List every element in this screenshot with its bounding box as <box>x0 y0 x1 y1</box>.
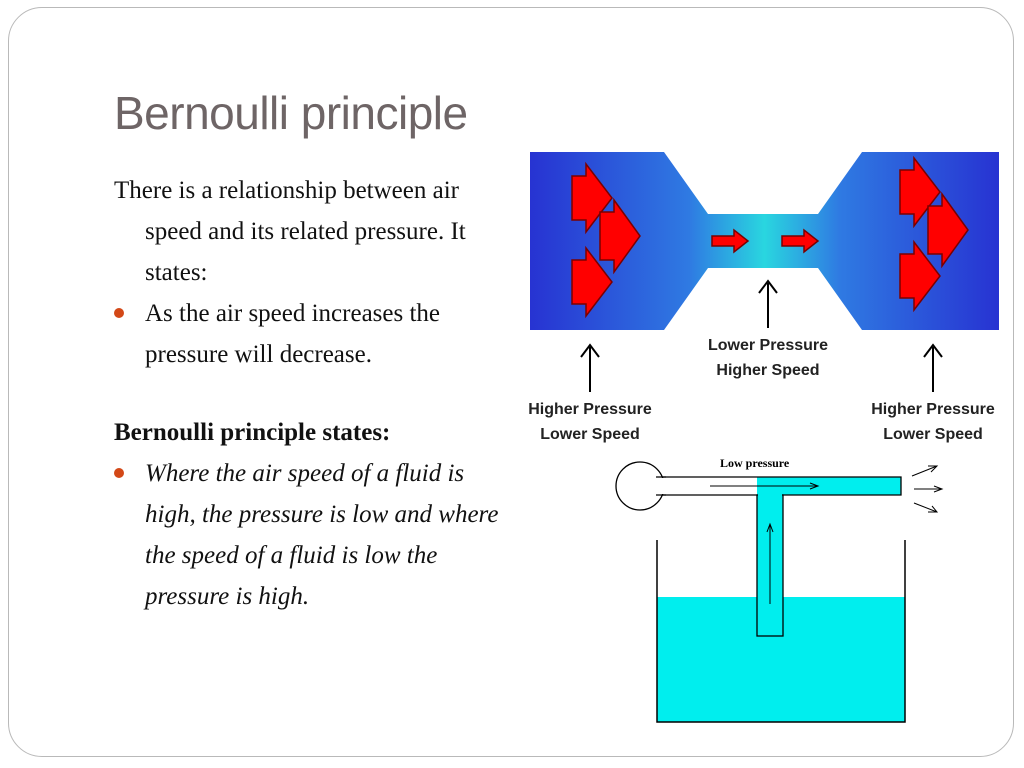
label-lower-pressure-center: Lower Pressure <box>708 337 828 354</box>
venturi-tube <box>530 152 999 330</box>
label-lower-speed-right: Lower Speed <box>883 426 983 443</box>
horizontal-tube-liquid <box>757 477 901 495</box>
label-lower-speed-left: Lower Speed <box>540 426 640 443</box>
container-walls <box>656 540 906 723</box>
spray-arrow-icon <box>914 485 944 493</box>
label-higher-pressure-left: Higher Pressure <box>528 401 652 418</box>
flow-arrow-icon <box>899 239 941 313</box>
slide-title: Bernoulli principle <box>114 87 468 139</box>
bullet-item: As the air speed increases the pressure … <box>114 293 514 375</box>
flow-arrow-icon <box>571 245 613 319</box>
venturi-diagram: Higher Pressure Lower Speed Lower Pressu… <box>528 152 999 443</box>
spray-arrow-icon <box>911 465 939 477</box>
suction-arrow-icon <box>766 522 774 604</box>
flow-arrow-icon <box>899 155 941 229</box>
flow-arrow-icon <box>711 228 750 254</box>
bullet-text: As the air speed increases the pressure … <box>145 300 441 368</box>
airflow-arrow-icon <box>710 482 820 490</box>
up-arrow-icon <box>923 343 943 392</box>
spray-arrow-icon <box>913 502 939 513</box>
atomizer-diagram: Low pressure <box>615 456 944 723</box>
flow-arrow-icon <box>781 228 820 254</box>
slide-body: There is a relationship between air spee… <box>114 170 514 617</box>
section-heading: Bernoulli principle states: <box>114 419 391 446</box>
up-arrow-icon <box>758 279 778 328</box>
intro-paragraph: There is a relationship between air spee… <box>114 177 466 286</box>
flow-arrow-icon <box>599 197 641 275</box>
bullet-dot-icon <box>114 308 124 318</box>
low-pressure-label: Low pressure <box>720 456 790 470</box>
up-arrow-icon <box>580 343 600 392</box>
bullet-text: Where the air speed of a fluid is high, … <box>145 460 499 610</box>
flow-arrow-icon <box>927 191 969 269</box>
bullet-item: Where the air speed of a fluid is high, … <box>114 453 514 617</box>
label-higher-speed-center: Higher Speed <box>716 362 819 379</box>
bullet-dot-icon <box>114 468 124 478</box>
label-higher-pressure-right: Higher Pressure <box>871 401 995 418</box>
flow-arrow-icon <box>571 161 613 235</box>
